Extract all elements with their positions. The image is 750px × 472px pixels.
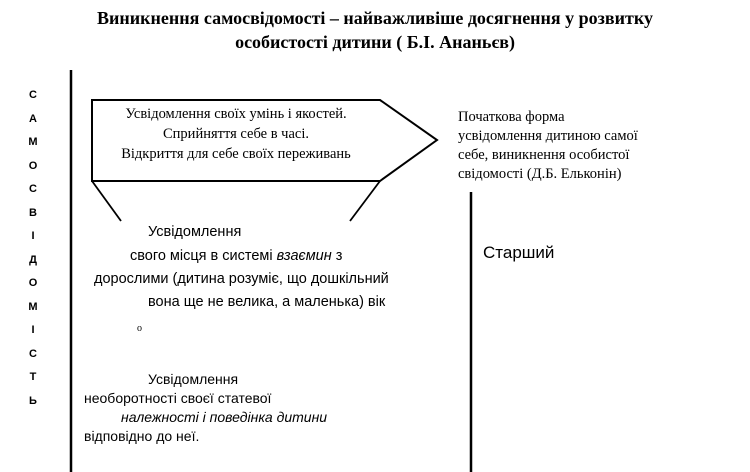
vertical-letter: А [29, 112, 37, 125]
awareness-gender-line-3: належності і поведінка дитини [121, 409, 328, 425]
title-line-1: Виникнення самосвідомості – найважливіше… [97, 8, 653, 28]
dot-mark: o [137, 323, 142, 334]
vertical-letter: М [28, 300, 38, 313]
title-line-2: особистості дитини ( Б.І. Ананьєв) [235, 32, 515, 52]
arrow-box-line-1: Усвідомлення своїх умінь і якостей. [125, 106, 347, 122]
arrow-box-text: Усвідомлення своїх умінь і якостей. Спри… [92, 104, 380, 164]
initial-form-line-4: свідомості (Д.Б. Ельконін) [458, 166, 622, 182]
vertical-word-samosvidomist: С А М О С В І Д О М І С Т Ь [26, 84, 40, 413]
awareness-place-line-2-prefix: свого місця в системі [130, 248, 277, 264]
vertical-letter: Ь [29, 394, 37, 407]
awareness-gender-line-2: необоротності своєї статевої [84, 390, 272, 406]
initial-form-line-2: усвідомлення дитиною самої [458, 128, 638, 144]
vertical-letter: О [28, 277, 38, 289]
vertical-letter: Т [29, 371, 37, 383]
initial-form-line-3: себе, виникнення особистої [458, 147, 630, 163]
awareness-gender-line-1: Усвідомлення [148, 371, 239, 387]
awareness-place-line-2-italic: взаємин [276, 248, 332, 264]
awareness-place-line-3: дорослими (дитина розуміє, що дошкільний [94, 271, 389, 287]
vertical-letter: І [31, 324, 35, 336]
initial-form-line-1: Початкова форма [458, 109, 565, 125]
vertical-letter: С [29, 183, 37, 195]
awareness-place-line-2-suffix: з [331, 248, 343, 264]
vertical-letter: С [29, 89, 37, 101]
vertical-letter: В [29, 206, 37, 219]
awareness-place-line-2: свого місця в системі взаємин з [130, 244, 342, 268]
awareness-place-line-4: вона ще не велика, а маленька) вік [148, 294, 386, 310]
vertical-letter: С [29, 347, 37, 360]
vertical-letter: О [28, 159, 38, 172]
arrow-box-shape [91, 99, 439, 182]
vertical-letter: І [31, 230, 35, 242]
stage-label: Старший [483, 243, 555, 262]
arrow-box-line-3: Відкриття для себе своїх переживань [121, 146, 351, 162]
awareness-gender-line-4: відповідно до неї. [84, 428, 200, 444]
arrow-box-line-2: Сприйняття себе в часі. [163, 126, 309, 142]
awareness-place-line-1: Усвідомлення [148, 224, 242, 240]
page-title: Виникнення самосвідомості – найважливіше… [0, 6, 750, 54]
left-pointer-line [91, 180, 122, 222]
right-pointer-line [349, 180, 381, 222]
vertical-letter: Д [29, 253, 37, 266]
initial-form-text: Початкова форма усвідомлення дитиною сам… [458, 108, 688, 184]
vertical-letter: М [28, 136, 38, 148]
